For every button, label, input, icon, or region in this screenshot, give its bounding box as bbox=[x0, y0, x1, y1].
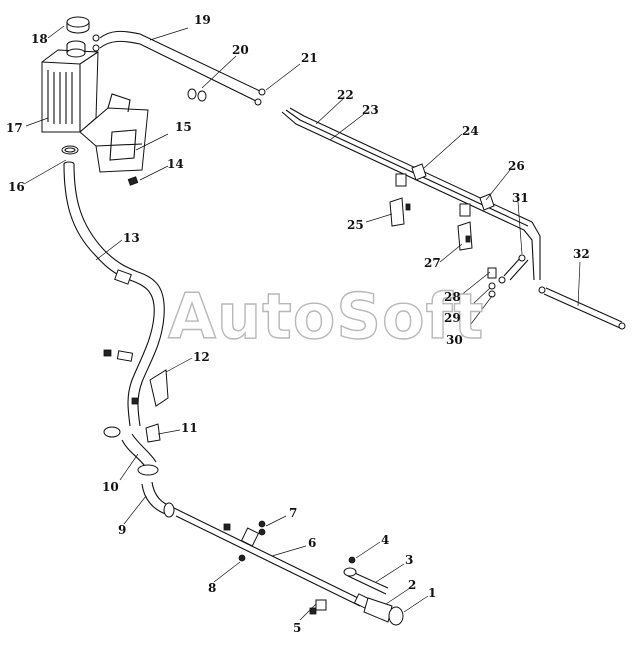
callout-1: 1 bbox=[428, 586, 437, 600]
fasteners bbox=[238, 520, 327, 615]
fitting-31 bbox=[498, 254, 529, 284]
callout-26: 26 bbox=[508, 159, 525, 173]
rod-3 bbox=[343, 556, 389, 595]
callout-32: 32 bbox=[573, 247, 590, 261]
callout-15: 15 bbox=[175, 120, 192, 134]
callout-5: 5 bbox=[293, 621, 302, 635]
tank-bracket bbox=[79, 93, 149, 173]
reservoir-cap bbox=[66, 16, 90, 34]
callout-21: 21 bbox=[301, 51, 318, 65]
callout-24: 24 bbox=[462, 124, 479, 138]
callout-8: 8 bbox=[208, 581, 217, 595]
callout-11: 11 bbox=[181, 421, 198, 435]
bracket-12 bbox=[103, 349, 169, 407]
callout-31: 31 bbox=[512, 191, 529, 205]
callout-17: 17 bbox=[6, 121, 23, 135]
callout-13: 13 bbox=[123, 231, 140, 245]
callout-6: 6 bbox=[308, 536, 317, 550]
callout-23: 23 bbox=[362, 103, 379, 117]
fittings-24-26 bbox=[395, 163, 495, 217]
callout-18: 18 bbox=[31, 32, 48, 46]
clamp-11 bbox=[145, 423, 161, 443]
hose-10 bbox=[103, 426, 159, 476]
clips-25-27 bbox=[389, 197, 473, 251]
callout-3: 3 bbox=[405, 553, 414, 567]
callout-20: 20 bbox=[232, 43, 249, 57]
leader-lines bbox=[23, 25, 581, 621]
callout-29: 29 bbox=[444, 311, 461, 325]
callout-30: 30 bbox=[446, 333, 463, 347]
end-fittings bbox=[353, 593, 404, 626]
rod-32 bbox=[538, 286, 626, 330]
expansion-tank bbox=[41, 40, 99, 133]
callout-27: 27 bbox=[424, 256, 441, 270]
nuts-28-30 bbox=[487, 267, 497, 298]
callout-2: 2 bbox=[408, 578, 417, 592]
callout-9: 9 bbox=[118, 523, 127, 537]
callout-16: 16 bbox=[8, 180, 25, 194]
elbow-9 bbox=[141, 481, 175, 518]
callout-4: 4 bbox=[381, 533, 390, 547]
callout-28: 28 bbox=[444, 290, 461, 304]
callout-25: 25 bbox=[347, 218, 364, 232]
coolant-hose-13 bbox=[63, 161, 165, 427]
hose-clamp-16 bbox=[61, 145, 79, 155]
long-pipe-22-23 bbox=[281, 107, 541, 281]
callout-19: 19 bbox=[194, 13, 211, 27]
top-tubes bbox=[92, 30, 266, 106]
bolt-14 bbox=[127, 176, 139, 186]
main-pipe-6 bbox=[173, 507, 361, 607]
callout-14: 14 bbox=[167, 157, 184, 171]
callout-22: 22 bbox=[337, 88, 354, 102]
callout-7: 7 bbox=[289, 506, 298, 520]
callout-10: 10 bbox=[102, 480, 119, 494]
callout-12: 12 bbox=[193, 350, 210, 364]
